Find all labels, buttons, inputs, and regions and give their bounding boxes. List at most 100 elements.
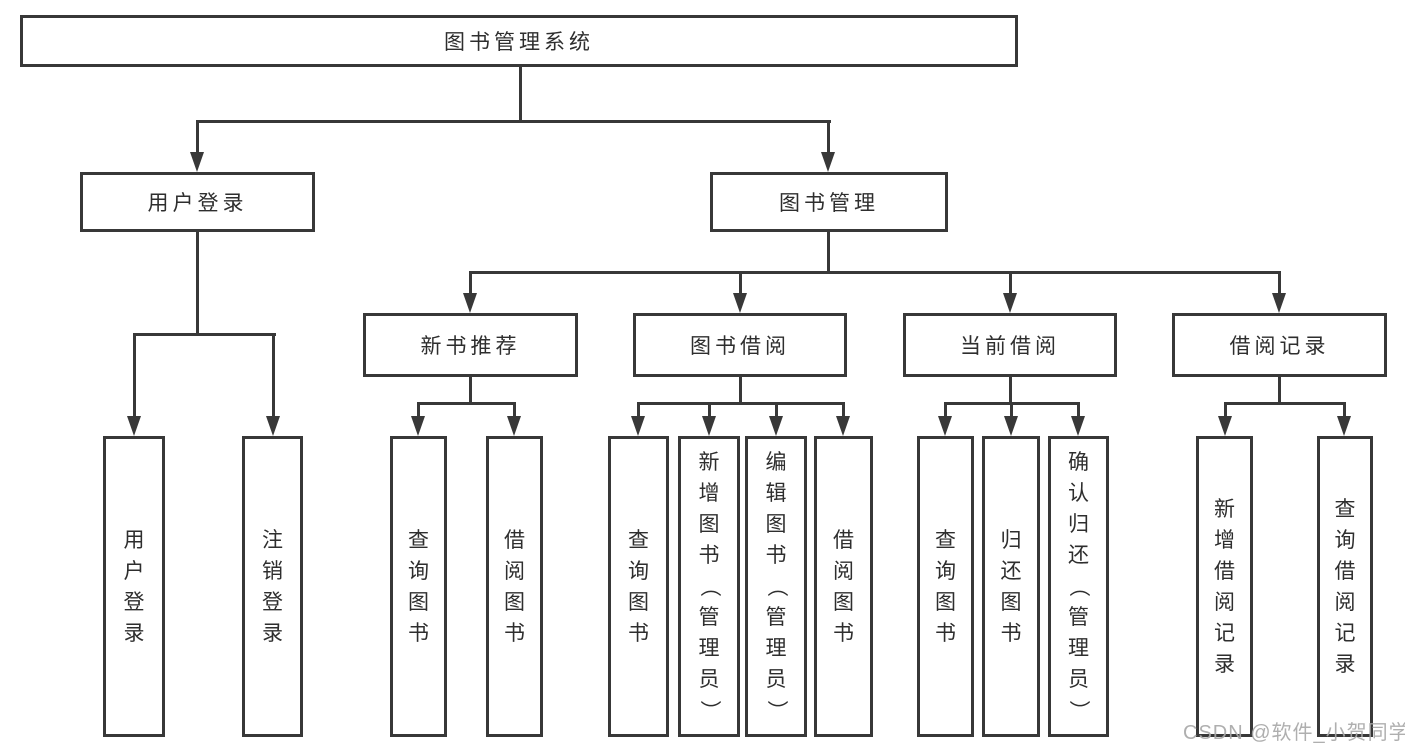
node-label: 图书管理系统 bbox=[444, 31, 594, 54]
leaf-add-books-admin: 新增图书（管理员） bbox=[678, 436, 740, 737]
vertical-label-char: 阅 bbox=[504, 559, 525, 583]
vertical-label-char: 图 bbox=[765, 513, 787, 536]
vertical-label-char: 查 bbox=[628, 528, 649, 552]
vertical-label-char: 借 bbox=[1334, 559, 1356, 583]
vertical-label-char: 员 bbox=[765, 668, 787, 691]
node-label: 用户登录 bbox=[147, 192, 248, 215]
connector-line bbox=[519, 67, 522, 121]
vertical-label-char: 查 bbox=[408, 528, 429, 552]
vertical-label-char: 员 bbox=[1068, 668, 1089, 691]
connector-line bbox=[827, 232, 830, 273]
connector-line bbox=[1224, 402, 1346, 405]
vertical-label-char: 理 bbox=[698, 637, 720, 660]
connector-line bbox=[1343, 402, 1346, 416]
vertical-label-char: 阅 bbox=[833, 559, 854, 583]
connector-line bbox=[1224, 402, 1227, 416]
node-label: 当前借阅 bbox=[960, 335, 1060, 358]
vertical-label-char: 书 bbox=[833, 621, 854, 645]
leaf-query-books: 查询图书 bbox=[390, 436, 447, 737]
vertical-label-char: 还 bbox=[1000, 559, 1022, 583]
arrow-down-icon bbox=[1003, 293, 1017, 313]
arrow-down-icon bbox=[1272, 293, 1286, 313]
vertical-label-char: 录 bbox=[1214, 652, 1235, 676]
connector-line bbox=[133, 333, 136, 416]
leaf-borrow-books: 借阅图书 bbox=[814, 436, 873, 737]
leaf-query-books: 查询图书 bbox=[917, 436, 974, 737]
connector-line bbox=[196, 120, 831, 123]
vertical-label-char: 图 bbox=[833, 590, 854, 614]
vertical-label-char: 书 bbox=[1000, 621, 1022, 645]
connector-line bbox=[417, 402, 516, 405]
connector-line bbox=[739, 271, 742, 294]
connector-line bbox=[469, 271, 472, 294]
vertical-label-char: 录 bbox=[262, 621, 283, 645]
vertical-label-char: 理 bbox=[1068, 637, 1089, 660]
leaf-return-books: 归还图书 bbox=[982, 436, 1040, 737]
vertical-label-char: 询 bbox=[408, 559, 429, 583]
arrow-down-icon bbox=[1004, 416, 1018, 436]
vertical-label-char: ） bbox=[1067, 700, 1090, 721]
connector-line bbox=[1009, 377, 1012, 404]
vertical-label-char: 图 bbox=[935, 590, 956, 614]
connector-line bbox=[637, 402, 845, 405]
vertical-label-char: 阅 bbox=[1214, 590, 1235, 614]
node-borrowing-records: 借阅记录 bbox=[1172, 313, 1387, 377]
connector-line bbox=[1278, 377, 1281, 404]
vertical-label-char: 归 bbox=[1068, 513, 1089, 536]
connector-line bbox=[1009, 271, 1012, 294]
vertical-label-char: 户 bbox=[123, 559, 145, 583]
vertical-label-char: 借 bbox=[504, 528, 525, 552]
arrow-down-icon bbox=[190, 152, 204, 172]
connector-line bbox=[513, 402, 516, 416]
vertical-label-char: 书 bbox=[765, 544, 787, 567]
arrow-down-icon bbox=[411, 416, 425, 436]
node-label: 借阅记录 bbox=[1229, 335, 1330, 358]
arrow-down-icon bbox=[631, 416, 645, 436]
vertical-label-char: 记 bbox=[1334, 621, 1356, 645]
node-book-borrowing: 图书借阅 bbox=[633, 313, 847, 377]
vertical-label-char: ） bbox=[764, 700, 788, 721]
vertical-label-char: （ bbox=[697, 576, 721, 597]
leaf-logout: 注销登录 bbox=[242, 436, 303, 737]
connector-line bbox=[196, 120, 199, 153]
vertical-label-char: 理 bbox=[765, 637, 787, 660]
connector-line bbox=[469, 271, 1281, 274]
vertical-label-char: 询 bbox=[628, 559, 649, 583]
node-label: 图书管理 bbox=[779, 192, 879, 215]
arrow-down-icon bbox=[938, 416, 952, 436]
vertical-label-char: 员 bbox=[698, 668, 720, 691]
arrow-down-icon bbox=[507, 416, 521, 436]
arrow-down-icon bbox=[127, 416, 141, 436]
node-label: 新书推荐 bbox=[420, 335, 521, 358]
leaf-borrow-books: 借阅图书 bbox=[486, 436, 543, 737]
vertical-label-char: 书 bbox=[628, 621, 649, 645]
watermark: CSDN @软件_小贺同学 bbox=[1183, 722, 1405, 744]
vertical-label-char: 增 bbox=[698, 482, 720, 505]
connector-line bbox=[739, 377, 742, 404]
arrow-down-icon bbox=[1218, 416, 1232, 436]
leaf-query-borrow-record: 查询借阅记录 bbox=[1317, 436, 1373, 737]
connector-line bbox=[944, 402, 947, 416]
vertical-label-char: ） bbox=[697, 700, 721, 721]
leaf-user-login: 用户登录 bbox=[103, 436, 165, 737]
leaf-edit-books-admin: 编辑图书（管理员） bbox=[745, 436, 807, 737]
vertical-label-char: 辑 bbox=[765, 482, 787, 505]
vertical-label-char: 归 bbox=[1000, 528, 1022, 552]
node-current-borrowing: 当前借阅 bbox=[903, 313, 1117, 377]
vertical-label-char: 还 bbox=[1068, 544, 1089, 567]
vertical-label-char: 书 bbox=[698, 544, 720, 567]
vertical-label-char: 阅 bbox=[1334, 590, 1356, 614]
vertical-label-char: 借 bbox=[1214, 559, 1235, 583]
connector-line bbox=[775, 402, 778, 416]
vertical-label-char: 录 bbox=[1334, 652, 1356, 676]
vertical-label-char: 图 bbox=[628, 590, 649, 614]
node-user-login: 用户登录 bbox=[80, 172, 315, 232]
vertical-label-char: （ bbox=[764, 576, 788, 597]
leaf-query-books: 查询图书 bbox=[608, 436, 669, 737]
arrow-down-icon bbox=[1071, 416, 1085, 436]
node-label: 图书借阅 bbox=[690, 335, 790, 358]
connector-line bbox=[469, 377, 472, 404]
arrow-down-icon bbox=[821, 152, 835, 172]
vertical-label-char: 新 bbox=[1214, 497, 1235, 521]
